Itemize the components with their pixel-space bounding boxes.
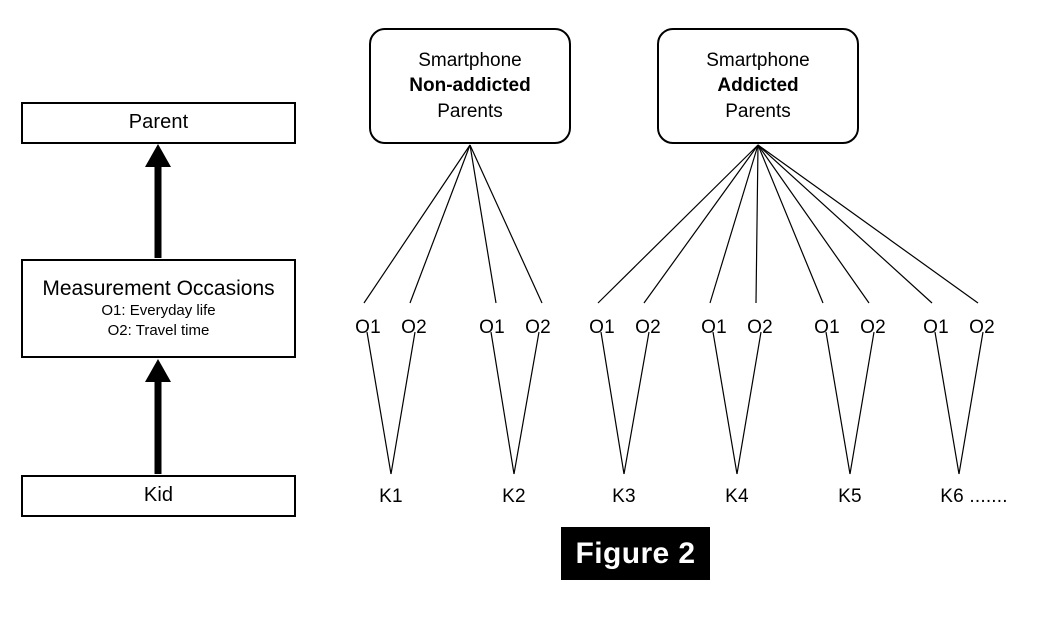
figure-caption-text: Figure 2 <box>575 536 696 570</box>
occasion-label-o1-2: O1 <box>479 317 505 338</box>
level-title-kid: Kid <box>143 484 174 507</box>
occasion-label-o2-5: O2 <box>635 317 661 338</box>
fan-edges-non-addicted <box>363 144 543 304</box>
level-box-parent: Parent <box>21 102 296 144</box>
kid-label-4: K4 <box>725 486 749 507</box>
group-line-1: Smartphone <box>706 50 810 72</box>
fan-edges-addicted <box>597 144 979 304</box>
kid-label-1: K1 <box>379 486 403 507</box>
group-line-1: Smartphone <box>418 50 522 72</box>
level-title-parent: Parent <box>128 111 189 134</box>
level-box-kid: Kid <box>21 475 296 517</box>
occasion-label-o1-0: O1 <box>355 317 381 338</box>
occasion-label-o2-7: O2 <box>747 317 773 338</box>
occasion-label-o1-10: O1 <box>923 317 949 338</box>
occasion-definition-o1: O1: Everyday life <box>101 301 216 319</box>
group-line-2: Addicted <box>717 75 799 97</box>
kid-label-6: K6 ....... <box>940 486 1008 507</box>
kid-label-2: K2 <box>502 486 526 507</box>
kid-to-measurement-arrow <box>145 359 171 474</box>
occasion-label-o2-1: O2 <box>401 317 427 338</box>
occasion-to-kid-edges <box>366 331 984 475</box>
occasion-label-o2-9: O2 <box>860 317 886 338</box>
occasion-label-o1-6: O1 <box>701 317 727 338</box>
occasion-label-o1-8: O1 <box>814 317 840 338</box>
occasion-definition-o2: O2: Travel time <box>107 322 210 340</box>
group-box-addicted: Smartphone Addicted Parents <box>657 28 859 144</box>
measurement-to-parent-arrow <box>145 144 171 258</box>
kid-label-5: K5 <box>838 486 862 507</box>
occasion-label-o2-11: O2 <box>969 317 995 338</box>
group-line-3: Parents <box>725 100 791 122</box>
group-line-3: Parents <box>437 100 503 122</box>
level-box-measurement-occasions: Measurement Occasions O1: Everyday life … <box>21 259 296 358</box>
figure-caption-plate: Figure 2 <box>561 527 710 580</box>
group-line-2: Non-addicted <box>409 75 531 97</box>
level-title-measurement-occasions: Measurement Occasions <box>42 276 275 300</box>
occasion-label-o1-4: O1 <box>589 317 615 338</box>
group-box-non-addicted: Smartphone Non-addicted Parents <box>369 28 571 144</box>
kid-label-3: K3 <box>612 486 636 507</box>
occasion-label-o2-3: O2 <box>525 317 551 338</box>
